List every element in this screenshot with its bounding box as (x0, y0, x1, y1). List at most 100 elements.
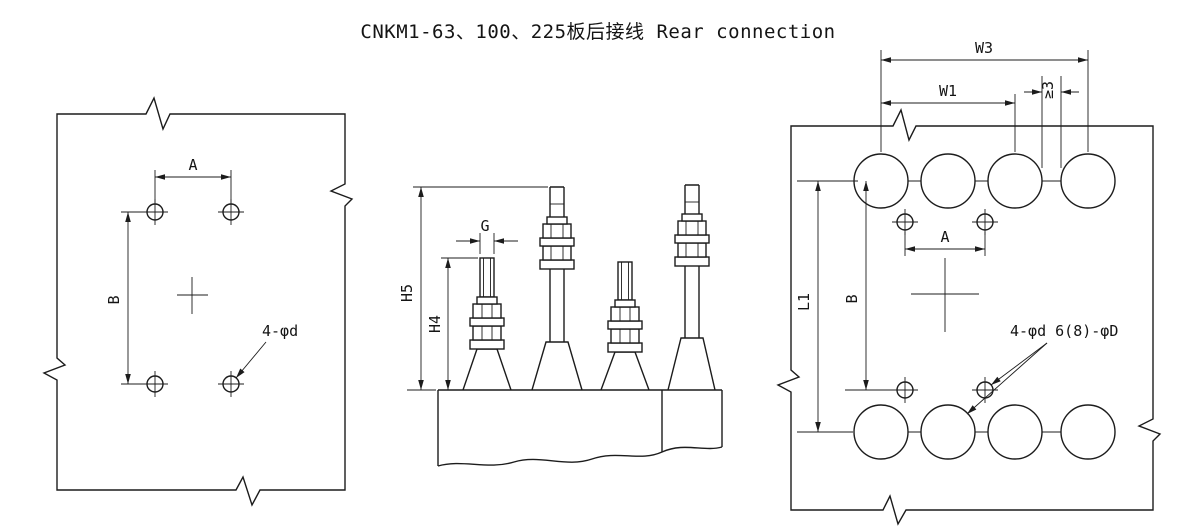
collar (614, 299, 636, 308)
dimension-label-h5: H5 (398, 284, 416, 302)
insulator-cone (600, 351, 650, 391)
plate-outline (42, 96, 354, 507)
dimension-h5: H5 (398, 186, 548, 391)
nut-facets (550, 246, 564, 260)
terminal-hole (920, 153, 976, 209)
hex-nut (472, 325, 502, 341)
washer (539, 259, 575, 270)
collar (546, 216, 568, 225)
mounting-holes (142, 199, 244, 397)
dimension-w3: W3 (880, 39, 1089, 152)
break-wave-line (437, 446, 723, 467)
hole-centerlines (218, 199, 244, 225)
terminal-holes-bottom-row (853, 404, 1116, 460)
base-plate (437, 389, 723, 466)
hex-nut (677, 220, 707, 236)
terminal-hole (853, 404, 909, 460)
dimension-label-gap: ≥3 (1039, 81, 1057, 99)
leader-label: 4-φd 6(8)-φD (1010, 322, 1118, 340)
washer (469, 339, 505, 350)
extension-lines (154, 170, 232, 203)
extension-lines (797, 180, 895, 391)
dimension-a-right: A (904, 228, 986, 256)
dimension-h4: H4 (426, 257, 478, 390)
terminal-hole (1060, 404, 1116, 460)
terminal-holes-top-row (853, 153, 1116, 209)
dimension-label-w3: W3 (975, 39, 993, 57)
extension-lines (479, 233, 495, 254)
dimension-gap: ≥3 (1024, 76, 1079, 168)
terminal-hole (987, 404, 1043, 460)
dimension-label-a: A (188, 156, 197, 174)
dimension-l1: L1 (795, 181, 853, 433)
center-mark (177, 277, 208, 314)
insulator-cone (667, 337, 716, 391)
terminal-stud-2 (531, 186, 583, 391)
nut-facets (481, 326, 493, 340)
nut-facets (481, 304, 493, 318)
leader-label: 4-φd (262, 322, 298, 340)
collar (476, 296, 498, 305)
extension-lines (880, 50, 1089, 152)
washer (607, 342, 643, 353)
dimension-label-a: A (940, 228, 949, 246)
plate-outline (776, 108, 1162, 526)
hex-nut (677, 242, 707, 258)
nut-facets (685, 221, 699, 235)
leader-line (235, 341, 267, 379)
dimension-b-right: B (797, 180, 895, 391)
terminal-hole (920, 404, 976, 460)
nut-facets (550, 224, 564, 238)
insulator-cone (531, 341, 583, 391)
terminal-stud-1 (462, 257, 512, 391)
leader-line-large-hole (966, 342, 1048, 415)
hole-centerlines (218, 371, 244, 397)
nut-facets (685, 243, 699, 257)
dimension-label-b: B (843, 294, 861, 303)
right-view: W3 W1 ≥3 A B L1 (776, 39, 1162, 526)
dimension-g: G (456, 217, 518, 254)
dimension-b: B (105, 211, 147, 385)
terminal-rod (617, 261, 633, 301)
hex-nut (610, 328, 640, 344)
washer (469, 317, 505, 327)
rod-thread-lines (483, 258, 491, 297)
hole-centerlines (892, 209, 918, 235)
extension-lines (904, 232, 986, 256)
hex-nut (542, 245, 572, 261)
dimension-label-h4: H4 (426, 315, 444, 333)
rod-thread-lines (621, 262, 629, 300)
nut-facets (619, 329, 631, 343)
nut-facets (619, 307, 631, 321)
extension-lines (407, 186, 548, 391)
dimension-label-g: G (480, 217, 489, 235)
dimension-label-l1: L1 (795, 293, 813, 311)
hex-nut (472, 303, 502, 319)
leader-line-small-hole (990, 342, 1048, 386)
washer (674, 234, 710, 244)
leader-4-phi-d: 4-φd (235, 322, 298, 379)
hole-centerlines (972, 209, 998, 235)
terminal-hole (853, 153, 909, 209)
terminal-stud-3 (600, 261, 650, 391)
hole-centerlines (892, 377, 918, 403)
dimension-label-w1: W1 (939, 82, 957, 100)
dimension-w1: W1 (881, 82, 1016, 152)
dimension-a: A (154, 156, 232, 203)
dimension-label-b: B (105, 295, 123, 304)
terminal-stud-4 (667, 184, 716, 391)
insulator-cone (462, 348, 512, 391)
hex-nut (610, 306, 640, 322)
left-view: A B 4-φd (42, 96, 354, 507)
center-mark (911, 258, 979, 332)
drawing-title: CNKM1-63、100、225板后接线 Rear connection (360, 21, 835, 43)
collar (681, 213, 703, 222)
middle-view: H5 H4 G (398, 184, 723, 467)
extension-lines (121, 211, 147, 385)
hex-nut (542, 223, 572, 239)
terminal-rod (479, 257, 495, 298)
terminal-hole (987, 153, 1043, 209)
washer (674, 256, 710, 267)
